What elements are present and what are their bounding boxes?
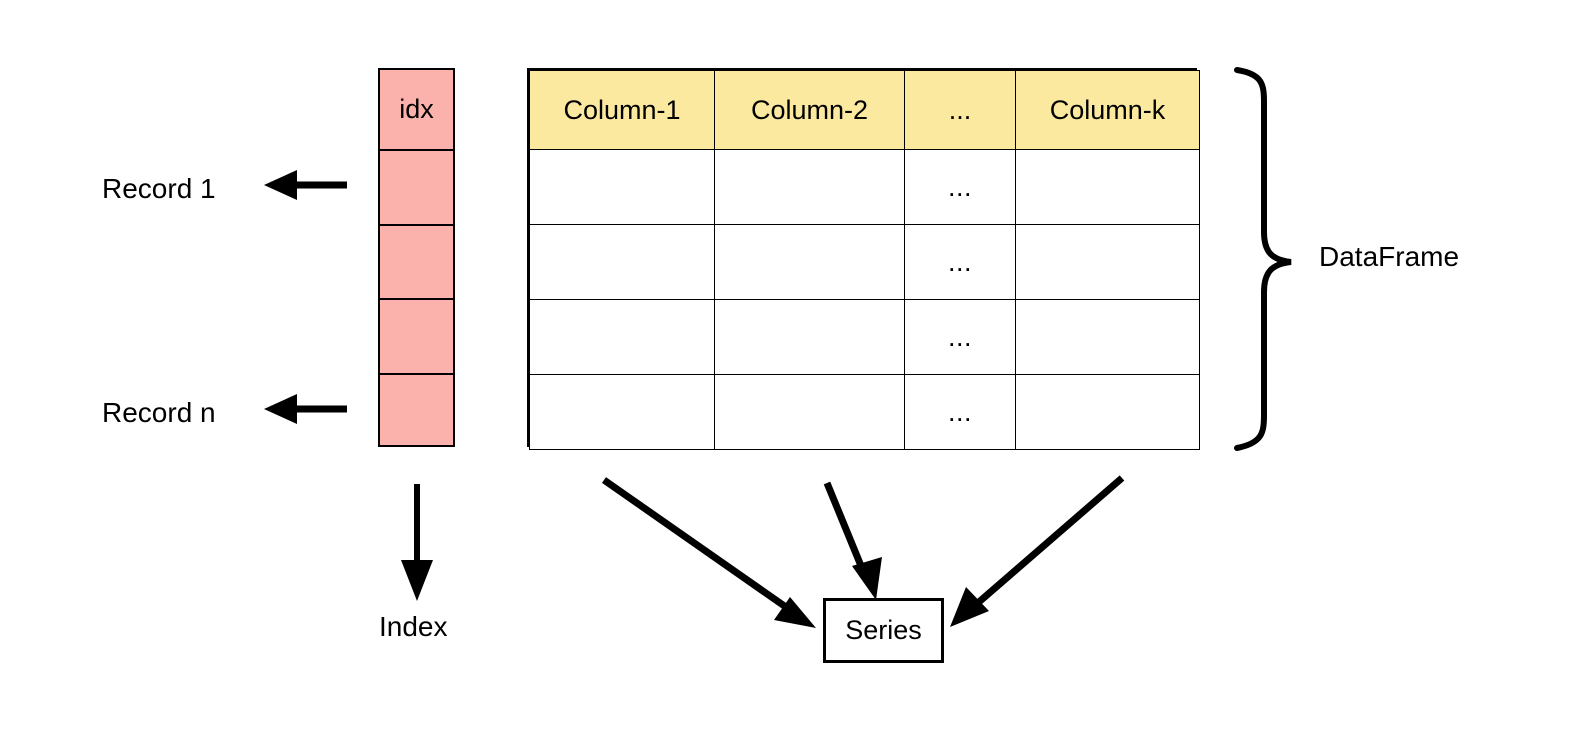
index-row-cell — [380, 149, 453, 224]
table-cell — [714, 224, 905, 300]
table-cell-ellipsis: ... — [904, 299, 1016, 375]
record-n-arrow — [264, 394, 347, 424]
index-row-cell — [380, 298, 453, 373]
table-cell — [1015, 374, 1200, 450]
table-cell — [714, 374, 905, 450]
column-header-ellipsis: ... — [904, 70, 1016, 150]
dataframe-label: DataFrame — [1319, 241, 1460, 272]
index-column: idx — [378, 68, 455, 447]
table-cell-ellipsis: ... — [904, 224, 1016, 300]
index-arrow — [401, 484, 433, 601]
table-header-row: Column-1 Column-2 ... Column-k — [529, 70, 1200, 150]
dataframe-brace — [1234, 67, 1292, 451]
table-cell-ellipsis: ... — [904, 149, 1016, 225]
index-header-cell: idx — [380, 70, 453, 149]
column-header-k: Column-k — [1015, 70, 1200, 150]
record-1-arrow — [264, 170, 347, 200]
table-cell — [1015, 299, 1200, 375]
table-cell — [529, 374, 715, 450]
table-row: ... — [529, 374, 1200, 450]
table-cell — [529, 224, 715, 300]
column-header-1: Column-1 — [529, 70, 715, 150]
table-cell — [529, 299, 715, 375]
table-cell-ellipsis: ... — [904, 374, 1016, 450]
table-cell — [1015, 224, 1200, 300]
index-row-cell — [380, 224, 453, 298]
record-last-label: Record n — [102, 397, 216, 428]
table-cell — [714, 149, 905, 225]
index-row-cell — [380, 373, 453, 445]
table-row: ... — [529, 299, 1200, 375]
index-label: Index — [379, 611, 448, 642]
column-header-2: Column-2 — [714, 70, 905, 150]
record-first-label: Record 1 — [102, 173, 216, 204]
series-box: Series — [823, 598, 944, 663]
column-2-to-series-arrow — [823, 481, 882, 600]
table-cell — [1015, 149, 1200, 225]
column-1-to-series-arrow — [601, 477, 816, 628]
table-cell — [529, 149, 715, 225]
series-label: Series — [845, 615, 922, 645]
dataframe-table: Column-1 Column-2 ... Column-k ... ... — [527, 68, 1200, 450]
table-row: ... — [529, 224, 1200, 300]
table-cell — [714, 299, 905, 375]
table-row: ... — [529, 149, 1200, 225]
column-k-to-series-arrow — [950, 475, 1125, 627]
